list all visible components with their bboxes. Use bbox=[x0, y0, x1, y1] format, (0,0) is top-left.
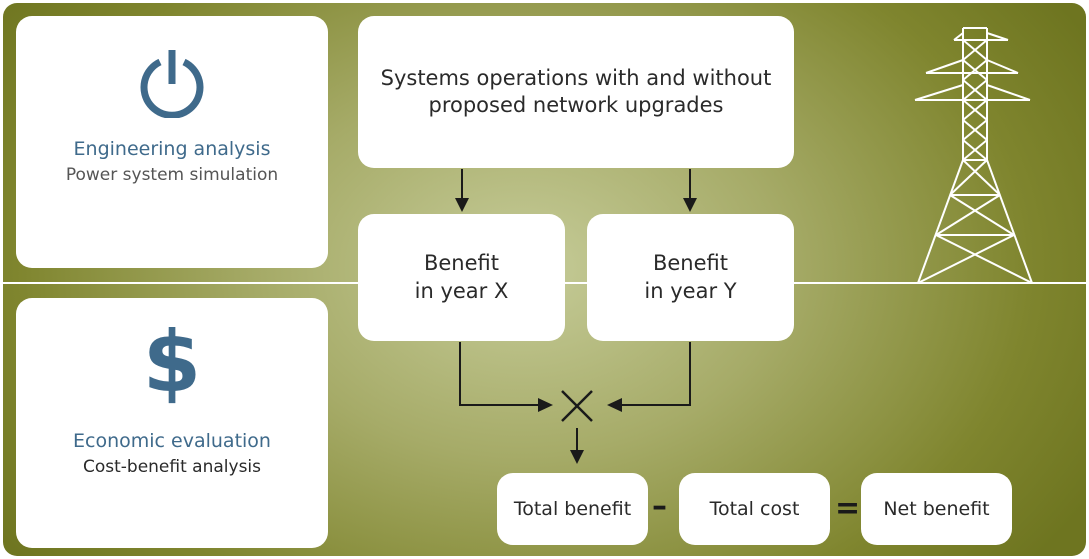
arrow-multiply-to-total-benefit bbox=[570, 428, 584, 464]
equals-sign: = bbox=[835, 491, 861, 526]
dollar-icon: $ bbox=[142, 313, 202, 411]
economic-box: $ Economic evaluation Cost-benefit analy… bbox=[16, 298, 328, 548]
benefit-x-line2: in year X bbox=[414, 278, 509, 303]
multiply-icon bbox=[561, 390, 593, 422]
minus-sign: – bbox=[652, 489, 667, 524]
benefit-year-x-box: Benefit in year X bbox=[358, 214, 565, 341]
operations-line1: Systems operations with and without bbox=[380, 65, 772, 90]
engineering-box: Engineering analysis Power system simula… bbox=[16, 16, 328, 268]
benefit-year-y-box: Benefit in year Y bbox=[587, 214, 794, 341]
arrow-ops-to-benefit-y bbox=[683, 169, 697, 212]
engineering-subtitle: Power system simulation bbox=[65, 164, 279, 185]
benefit-y-line1: Benefit bbox=[652, 251, 729, 276]
net-benefit-label: Net benefit bbox=[883, 497, 990, 520]
economic-title: Economic evaluation bbox=[73, 430, 271, 452]
total-benefit-box: Total benefit bbox=[497, 473, 648, 545]
benefit-y-line2: in year Y bbox=[644, 278, 737, 303]
engineering-title: Engineering analysis bbox=[73, 138, 271, 160]
benefit-x-line1: Benefit bbox=[423, 251, 500, 276]
arrow-benefit-x-to-multiply bbox=[459, 342, 553, 412]
operations-box: Systems operations with and without prop… bbox=[358, 16, 794, 168]
power-icon bbox=[140, 50, 204, 118]
transmission-tower-icon bbox=[914, 27, 1033, 284]
total-cost-label: Total cost bbox=[709, 497, 800, 520]
arrow-benefit-y-to-multiply bbox=[607, 342, 691, 412]
arrow-ops-to-benefit-x bbox=[455, 169, 469, 212]
economic-subtitle: Cost-benefit analysis bbox=[82, 456, 262, 477]
total-benefit-label: Total benefit bbox=[513, 497, 632, 520]
total-cost-box: Total cost bbox=[679, 473, 830, 545]
operations-line2: proposed network upgrades bbox=[428, 93, 724, 117]
net-benefit-box: Net benefit bbox=[861, 473, 1012, 545]
